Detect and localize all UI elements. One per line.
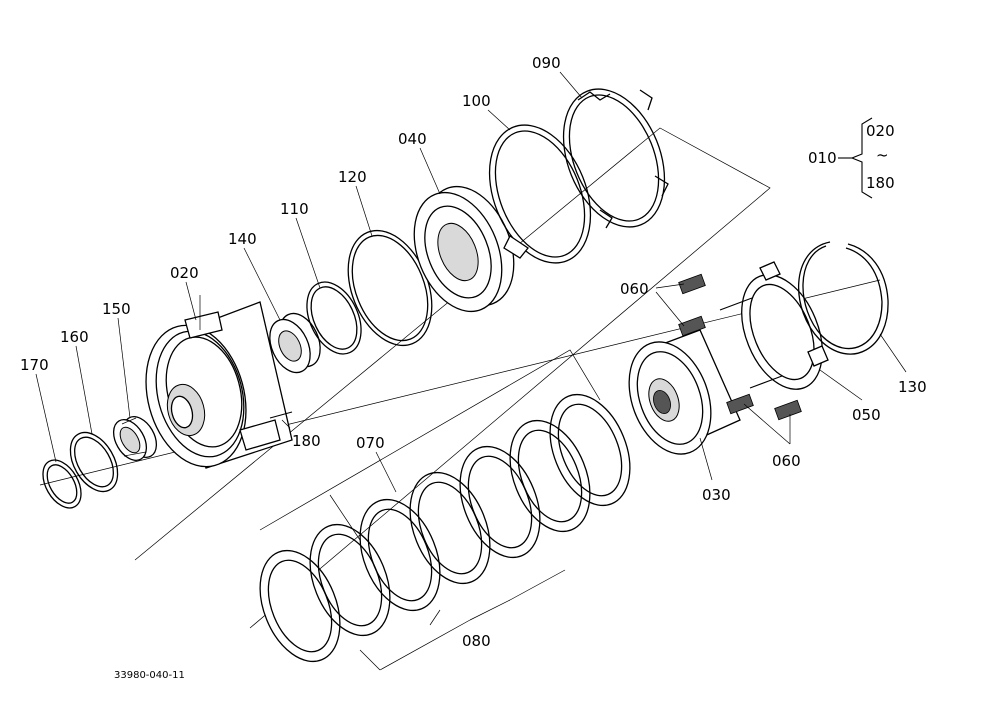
part-130-snap-ring [798, 241, 889, 355]
part-150-needle-bearing [112, 416, 158, 461]
label-160: 160 [60, 328, 89, 346]
part-100-plate [488, 124, 592, 264]
label-150: 150 [102, 300, 131, 318]
label-060-bottom: 060 [772, 452, 801, 470]
label-120: 120 [338, 168, 367, 186]
label-110: 110 [280, 200, 309, 218]
part-180-pin [269, 411, 293, 419]
label-170: 170 [20, 356, 49, 374]
bracket-top-label: 020 [866, 122, 895, 140]
group-bracket [838, 117, 873, 199]
label-080: 080 [462, 632, 491, 650]
bracket-mid-label: ~ [876, 146, 889, 164]
label-020: 020 [170, 264, 199, 282]
part-140-bearing [269, 312, 321, 374]
label-100: 100 [462, 92, 491, 110]
label-070: 070 [356, 434, 385, 452]
label-060-top: 060 [620, 280, 649, 298]
part-030-hub [628, 329, 741, 455]
bracket-bottom-label: 180 [866, 174, 895, 192]
label-180: 180 [292, 432, 321, 450]
clutch-pack-outline [134, 127, 771, 629]
leader-lines [35, 71, 907, 493]
label-050: 050 [852, 406, 881, 424]
part-160-ring [69, 431, 119, 493]
part-080-clutch-plates [259, 393, 631, 663]
part-110-ring [306, 281, 362, 355]
part-090-tabbed-plate [562, 88, 669, 229]
bracket-main-label: 010 [808, 149, 837, 167]
part-040-piston [413, 185, 515, 313]
label-090: 090 [532, 54, 561, 72]
part-060-springs [678, 273, 802, 421]
part-020-clutch-drum [145, 295, 293, 469]
part-080-leaders [259, 349, 601, 671]
label-030: 030 [702, 486, 731, 504]
reference-code: 33980-040-11 [114, 670, 185, 681]
label-140: 140 [228, 230, 257, 248]
label-130: 130 [898, 378, 927, 396]
label-040: 040 [398, 130, 427, 148]
part-050-spring-retainer [719, 261, 829, 390]
part-170-snap-ring [42, 459, 82, 509]
